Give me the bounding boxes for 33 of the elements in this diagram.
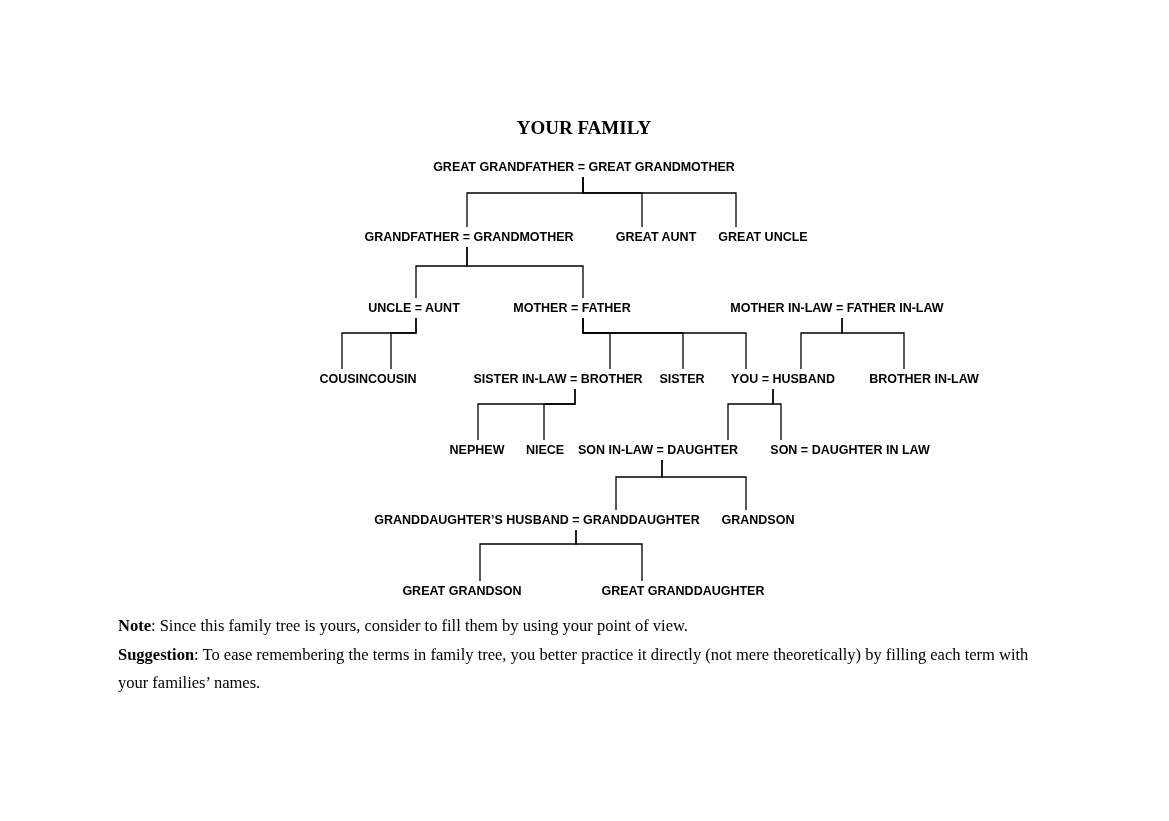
connector-line: [582, 176, 737, 228]
family-member-label: SISTER: [659, 369, 705, 389]
connector-line: [543, 388, 576, 441]
family-member-label: UNCLE = AUNT: [368, 298, 460, 318]
family-member-label: GREAT AUNT: [615, 227, 697, 247]
family-member-label: COUSIN: [368, 369, 417, 389]
family-member-label: GRANDSON: [721, 510, 795, 530]
family-member-label: MOTHER = FATHER: [513, 298, 631, 318]
connector-line: [661, 459, 747, 511]
family-member-label: GRANDDAUGHTER’S HUSBAND = GRANDDAUGHTER: [374, 510, 700, 530]
family-member-label: YOU = HUSBAND: [731, 369, 835, 389]
family-member-label: GREAT GRANDDAUGHTER: [601, 581, 765, 601]
family-member-label: NEPHEW: [449, 440, 505, 460]
family-member-label: BROTHER IN-LAW: [869, 369, 979, 389]
connector-line: [772, 388, 782, 441]
family-member-label: SISTER IN-LAW = BROTHER: [473, 369, 643, 389]
family-member-label: GREAT GRANDFATHER = GREAT GRANDMOTHER: [433, 157, 735, 177]
family-member-label: COUSIN: [319, 369, 368, 389]
family-member-label: SON IN-LAW = DAUGHTER: [577, 440, 739, 460]
family-member-label: SON = DAUGHTER IN LAW: [770, 440, 930, 460]
family-member-label: NIECE: [525, 440, 565, 460]
connector-line: [841, 317, 905, 370]
family-member-label: MOTHER IN-LAW = FATHER IN-LAW: [730, 298, 944, 318]
connector-line: [582, 317, 747, 370]
family-member-label: GREAT UNCLE: [718, 227, 808, 247]
title: YOUR FAMILY: [516, 117, 652, 139]
connector-line: [466, 246, 584, 299]
family-member-label: GRANDFATHER = GRANDMOTHER: [364, 227, 574, 247]
connector-line: [575, 529, 643, 582]
family-member-label: GREAT GRANDSON: [402, 581, 522, 601]
connector-line: [390, 317, 417, 370]
note-text: Suggestion: To ease remembering the terms in family tree, you better practice it directly (not mere theoretically) by filling each term with your families’ names.: [118, 644, 1030, 694]
note-text: Note: Since this family tree is yours, consider to fill them by using your point of view.: [118, 615, 689, 637]
